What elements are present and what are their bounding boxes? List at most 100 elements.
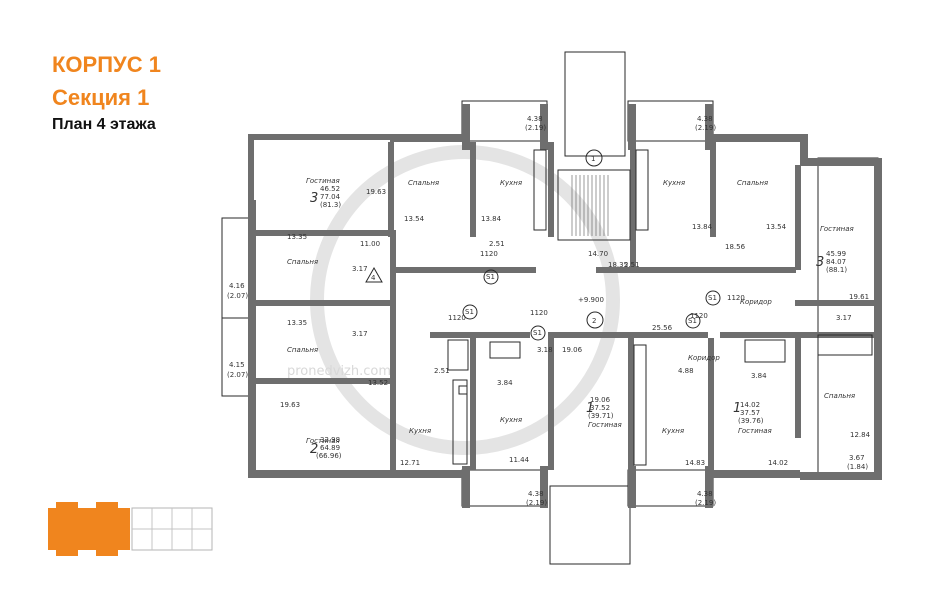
value-12: 25.56 — [652, 324, 673, 332]
room-name-kuhnya-b3: Кухня — [662, 427, 684, 435]
apartment-number-tr: 3 — [816, 255, 824, 270]
room-area-kuhnya-t2: 13.84 — [692, 223, 713, 231]
value-9: 3.84 — [751, 372, 767, 380]
room-name-kuhnya-b2: Кухня — [500, 416, 522, 424]
room-name-gostinaya-tl: Гостиная — [306, 177, 340, 185]
balcony-bl-coef: (2.19) — [526, 499, 547, 507]
value-17: 1120 — [480, 250, 498, 258]
floor-plan-title: План 4 этажа — [52, 116, 156, 133]
balcony-r-coef: (1.84) — [847, 463, 868, 471]
stair-marker-1-label: 1 — [591, 155, 595, 163]
value-18: 1120 — [530, 309, 548, 317]
room-area-spalnya-r: 12.84 — [850, 431, 871, 439]
balcony-l1-coef: (2.07) — [227, 292, 248, 300]
balcony-l2-coef: (2.07) — [227, 371, 248, 379]
living-area-bm: 19.06 — [590, 396, 611, 404]
stairwell — [557, 169, 631, 241]
room-name-koridor-2: Коридор — [688, 354, 720, 362]
total-area-tl: 77.04 — [320, 193, 341, 201]
room-name-koridor-1: Коридор — [740, 298, 772, 306]
value-2: 3.17 — [352, 265, 368, 273]
value-3: 3.17 — [352, 330, 368, 338]
section-marker-2 — [586, 311, 604, 329]
value-21: 1120 — [727, 294, 745, 302]
area-coef-bl: (66.96) — [316, 452, 342, 460]
room-area-spalnya-t1: 13.54 — [404, 215, 425, 223]
value-10: 18.56 — [725, 243, 746, 251]
area-values: 11.00 3.17 3.17 13.52 2.51 2.51 2.51 3.8… — [352, 240, 852, 387]
room-area-gostinaya-br: 14.02 — [768, 459, 788, 467]
key-plan — [48, 502, 213, 556]
area-coef-tr: (88.1) — [826, 266, 847, 274]
balcony-tl-coef: (2.19) — [525, 124, 546, 132]
apartment-number-bl: 2 — [310, 442, 318, 457]
value-8: 3.84 — [497, 379, 513, 387]
room-area-kuhnya-t1: 13.84 — [481, 215, 502, 223]
balcony-br-coef: (2.19) — [695, 499, 716, 507]
balcony-values: 4.38 (2.19) 4.38 (2.19) 4.38 (2.19) 4.38… — [227, 115, 868, 507]
section-title: Секция 1 — [52, 85, 150, 110]
area-coef-tl: (81.3) — [320, 201, 341, 209]
living-area-tr: 45.99 — [826, 250, 846, 258]
living-area-tl: 46.52 — [320, 185, 340, 193]
value-15: 18.35 — [608, 261, 628, 269]
apartment-number-tl: 3 — [310, 191, 318, 206]
marker-s1-e: S1 — [688, 317, 697, 325]
room-name-gostinaya-br: Гостиная — [738, 427, 772, 435]
room-area-gostinaya-tr: 19.61 — [849, 293, 869, 301]
section-marker-2-label: 2 — [592, 317, 596, 325]
room-area-kuhnya-b3: 14.83 — [685, 459, 705, 467]
building-title: КОРПУС 1 — [52, 52, 161, 77]
watermark-text: pronedvizh.com — [287, 364, 391, 379]
balcony-br-area: 4.38 — [697, 490, 713, 498]
stair-shaft-bottom — [549, 485, 631, 565]
stair-shaft-top — [564, 51, 626, 157]
room-area-spalnya-t2: 13.54 — [766, 223, 787, 231]
balcony-r-area: 3.67 — [849, 454, 865, 462]
balcony-l1-area: 4.16 — [229, 282, 245, 290]
living-area-bl: 32.98 — [320, 436, 340, 444]
room-name-spalnya-t2: Спальня — [737, 179, 768, 187]
marker-s1-c: S1 — [533, 329, 542, 337]
total-area-bm: 37.52 — [590, 404, 610, 412]
value-13: 3.18 — [537, 346, 553, 354]
value-19: 1120 — [690, 312, 708, 320]
room-name-spalnya-t1: Спальня — [408, 179, 439, 187]
floor-level-mark: +9.900 — [578, 296, 604, 304]
area-coef-bm: (39.71) — [588, 412, 614, 420]
area-coef-br: (39.76) — [738, 417, 764, 425]
marker-s1-b: S1 — [708, 294, 717, 302]
marker-s1-d: S1 — [465, 308, 474, 316]
balcony-tr-area: 4.38 — [697, 115, 713, 123]
value-14: 4.88 — [678, 367, 694, 375]
apartment-number-bm: 1 — [586, 401, 594, 416]
apartment-number-br: 1 — [733, 401, 741, 416]
stair-marker-1 — [585, 149, 603, 167]
balcony-bl-area: 4.38 — [528, 490, 544, 498]
room-area-kuhnya-b1: 12.71 — [400, 459, 420, 467]
interior-walls — [256, 142, 880, 476]
total-area-br: 37.57 — [740, 409, 760, 417]
room-name-spalnya-l2: Спальня — [287, 346, 318, 354]
value-7: 2.51 — [434, 367, 450, 375]
room-labels: Гостиная 3 46.52 77.04 (81.3) 19.63 Спал… — [280, 177, 871, 467]
value-4: 13.52 — [368, 379, 388, 387]
key-plan-highlight — [48, 508, 130, 550]
value-1: 11.00 — [360, 240, 380, 248]
value-16: 14.70 — [588, 250, 608, 258]
room-name-kuhnya-t1: Кухня — [500, 179, 522, 187]
room-name-gostinaya-bl: Гостиная — [306, 437, 340, 445]
value-5: 2.51 — [489, 240, 505, 248]
balcony-tl-area: 4.38 — [527, 115, 543, 123]
room-area-gostinaya-tl: 19.63 — [366, 188, 386, 196]
living-area-br: 14.02 — [740, 401, 760, 409]
balcony-l2-area: 4.15 — [229, 361, 245, 369]
value-11: 3.17 — [836, 314, 852, 322]
balcony-tr-coef: (2.19) — [695, 124, 716, 132]
room-area-gostinaya-bl: 19.63 — [280, 401, 300, 409]
room-name-gostinaya-tr: Гостиная — [820, 225, 854, 233]
markers: 1 2 S1 S1 S1 S1 S1 4 — [365, 149, 721, 341]
exterior-walls — [248, 104, 882, 508]
room-name-spalnya-l1: Спальня — [287, 258, 318, 266]
